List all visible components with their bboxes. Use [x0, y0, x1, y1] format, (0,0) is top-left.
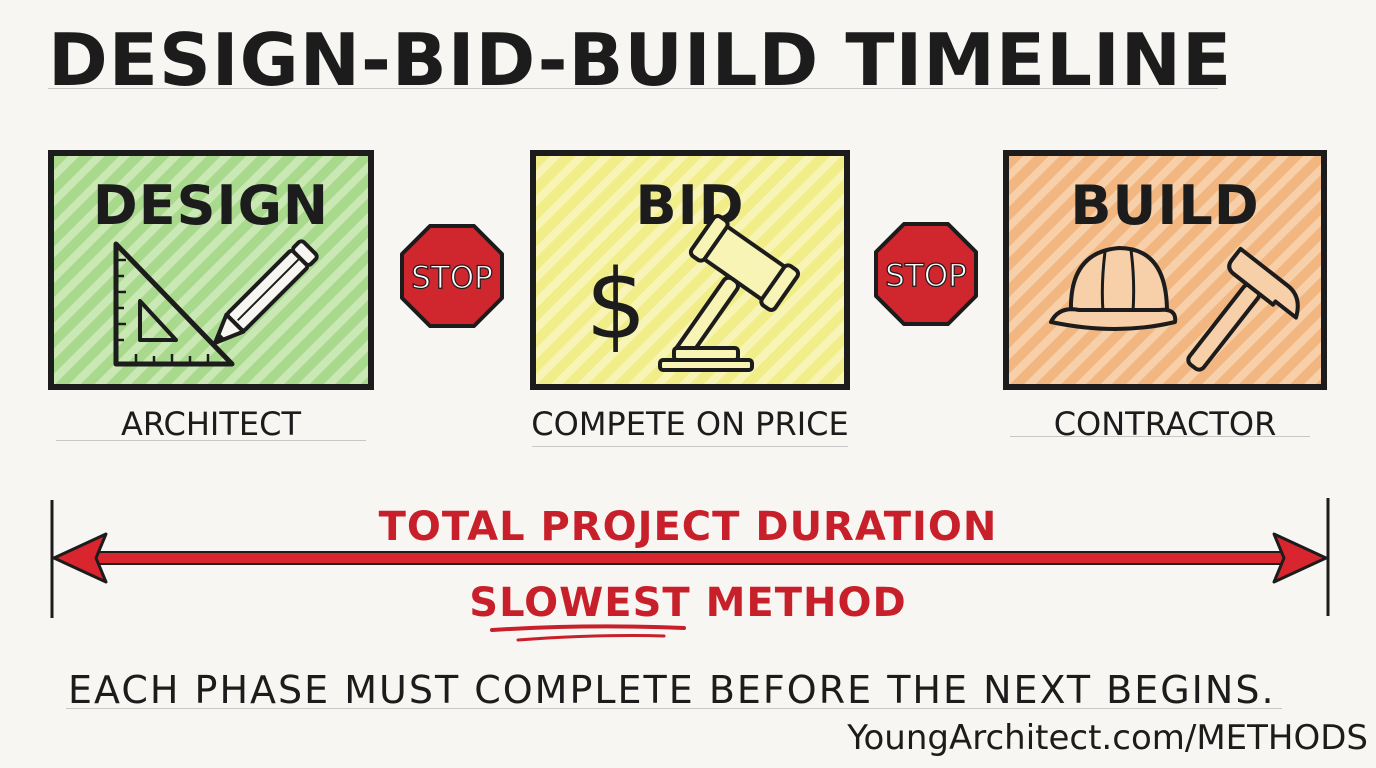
footnote-underline: [66, 708, 1282, 709]
build-label-underline: [1010, 436, 1310, 437]
phase-bid-box: BID $: [530, 150, 850, 390]
dollar-sign-icon: $: [585, 249, 646, 361]
slowest-underline: [490, 624, 686, 642]
phase-build-title: BUILD: [1070, 174, 1260, 237]
pencil-icon: [213, 239, 319, 345]
hard-hat-icon: [1049, 246, 1178, 331]
footnote: EACH PHASE MUST COMPLETE BEFORE THE NEXT…: [68, 668, 1276, 712]
phase-design-label: ARCHITECT: [120, 405, 302, 443]
stop-sign-icon: STOP: [874, 222, 978, 326]
duration-arrow: [50, 498, 1330, 618]
design-label-underline: [56, 440, 366, 441]
svg-text:$: $: [585, 249, 646, 361]
phase-design-title: DESIGN: [92, 174, 330, 237]
title-underline: [48, 88, 1218, 89]
phase-build-label: CONTRACTOR: [1053, 405, 1277, 443]
source-url: YoungArchitect.com/METHODS: [847, 718, 1368, 758]
phase-bid-label: COMPETE ON PRICE: [531, 405, 849, 443]
stop-sign-text: STOP: [411, 260, 493, 296]
page-title: DESIGN-BID-BUILD TIMELINE: [48, 18, 1233, 102]
bid-label-underline: [532, 446, 848, 447]
hammer-icon: [1186, 246, 1300, 372]
gavel-icon: [658, 214, 801, 372]
stop-sign-icon: STOP: [400, 224, 504, 328]
slowest-method-label: SLOWEST METHOD: [469, 580, 907, 626]
set-square-icon: [113, 241, 235, 367]
phase-design-box: DESIGN: [48, 150, 374, 390]
duration-label: TOTAL PROJECT DURATION: [378, 504, 998, 550]
phase-build-box: BUILD: [1003, 150, 1327, 390]
stop-sign-text: STOP: [885, 258, 967, 294]
